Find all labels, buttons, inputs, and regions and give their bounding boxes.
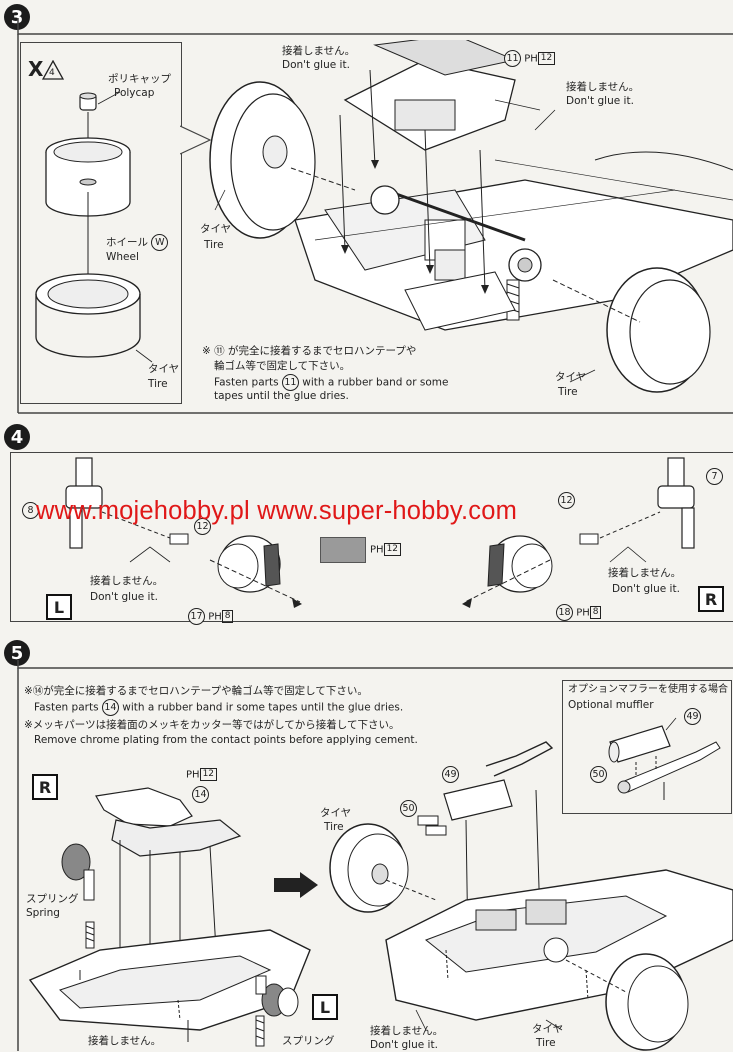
- step3-no-glue-en-1: Don't glue it.: [282, 59, 350, 71]
- step4-part-7: 7: [706, 468, 723, 485]
- step5-no-glue-en-right: Don't glue it.: [370, 1039, 438, 1051]
- step-4-panel: [10, 452, 733, 622]
- opt-part-50: 50: [590, 766, 607, 783]
- step3-note-jp-1: ※ ⑪ が完全に接着するまでセロハンテープや: [202, 345, 417, 357]
- step-5-right-assembly-drawing: [329, 741, 733, 1051]
- step4-sprue-swatch: [320, 537, 366, 563]
- step-4-badge: 4: [4, 424, 30, 450]
- step-3-badge: 3: [4, 4, 30, 30]
- wheel-part-marker: W: [151, 234, 169, 251]
- watermark-text: www.mojehobby.pl www.super-hobby.com: [36, 497, 518, 525]
- step3-note-en-2: tapes until the glue dries.: [214, 390, 349, 402]
- step3-tire-right-jp: タイヤ: [555, 371, 587, 383]
- inset-tire-label-en: Tire: [148, 378, 168, 390]
- step5-note-en-2: Remove chrome plating from the contact p…: [34, 734, 418, 746]
- step3-tire-right-en: Tire: [558, 386, 578, 398]
- inset-pointer: [180, 125, 212, 155]
- step-5-left-assembly-drawing: [28, 787, 311, 1047]
- step-3-frame: [17, 18, 733, 414]
- warning-triangle-icon: [42, 60, 64, 80]
- step5-spring-en-1: Spring: [26, 907, 60, 919]
- step5-note-jp-1: ※⑭が完全に接着するまでセロハンテープや輪ゴム等で固定して下さい。: [24, 685, 368, 697]
- step4-no-glue-en-left: Don't glue it.: [90, 591, 158, 603]
- step5-tire-top-jp: タイヤ: [320, 807, 352, 819]
- step5-tire-top-en: Tire: [324, 821, 344, 833]
- step5-note-jp-2: ※メッキパーツは接着面のメッキをカッター等ではがしてから接着して下さい。: [24, 719, 400, 731]
- wheel-label-jp: ホイール W: [106, 234, 169, 251]
- step4-left-side-marker: L: [46, 594, 72, 620]
- step3-note-en-1: Fasten parts 11 with a rubber band or so…: [214, 374, 448, 391]
- step4-part-12-right: 12: [558, 492, 575, 509]
- step-5-badge: 5: [4, 640, 30, 666]
- step5-tire-bottom-jp: タイヤ: [532, 1023, 564, 1035]
- step4-right-side-marker: R: [698, 586, 724, 612]
- polycap-label-jp: ポリキャップ: [108, 73, 171, 85]
- step5-left-side-marker: L: [312, 994, 338, 1020]
- step3-note-jp-2: 輪ゴム等で固定して下さい。: [214, 360, 351, 372]
- inset-code: X: [28, 57, 44, 81]
- step-5-frame: [17, 660, 733, 1051]
- opt-part-49: 49: [684, 708, 701, 725]
- step3-no-glue-en-2: Don't glue it.: [566, 95, 634, 107]
- optional-muffler-panel: [562, 680, 732, 814]
- step5-right-side-marker: R: [32, 774, 58, 800]
- step3-no-glue-jp-2: 接着しません。: [566, 81, 640, 93]
- step5-no-glue-jp-left: 接着しません。: [88, 1035, 162, 1047]
- step-3-chassis-drawing: [209, 40, 733, 393]
- step3-tire-left-en: Tire: [204, 239, 224, 251]
- step5-spring-jp-2: スプリング: [282, 1035, 335, 1047]
- optional-muffler-jp: オプションマフラーを使用する場合: [568, 684, 728, 695]
- step5-part-14: 14: [192, 786, 209, 803]
- optional-muffler-drawing: [608, 717, 721, 800]
- step4-no-glue-jp-left: 接着しません。: [90, 575, 164, 587]
- polycap-label-en: Polycap: [114, 87, 155, 99]
- step3-no-glue-jp-1: 接着しません。: [282, 45, 356, 57]
- step4-part-8: 8: [22, 502, 39, 519]
- step4-no-glue-en-right: Don't glue it.: [612, 583, 680, 595]
- step3-tire-left-jp: タイヤ: [200, 223, 232, 235]
- step5-note-en-1: Fasten parts 14 with a rubber band ir so…: [34, 699, 403, 716]
- step-4-parts-drawing: [65, 457, 695, 608]
- step5-part-50: 50: [400, 800, 417, 817]
- wheel-label-en: Wheel: [106, 251, 139, 263]
- optional-muffler-en: Optional muffler: [568, 699, 654, 711]
- step-3-inset-panel: [20, 42, 182, 404]
- step5-tire-bottom-en: Tire: [536, 1037, 556, 1049]
- step5-spring-jp-1: スプリング: [26, 893, 79, 905]
- step5-part-49: 49: [442, 766, 459, 783]
- step4-part-12-left: 12: [194, 518, 211, 535]
- assembly-arrow-icon: [274, 872, 318, 898]
- step4-no-glue-jp-right: 接着しません。: [608, 567, 682, 579]
- inset-tire-label-jp: タイヤ: [148, 363, 180, 375]
- step5-no-glue-jp-right: 接着しません。: [370, 1025, 444, 1037]
- inset-warning-num: 4: [49, 68, 55, 78]
- inset-parts-drawing: [35, 92, 153, 363]
